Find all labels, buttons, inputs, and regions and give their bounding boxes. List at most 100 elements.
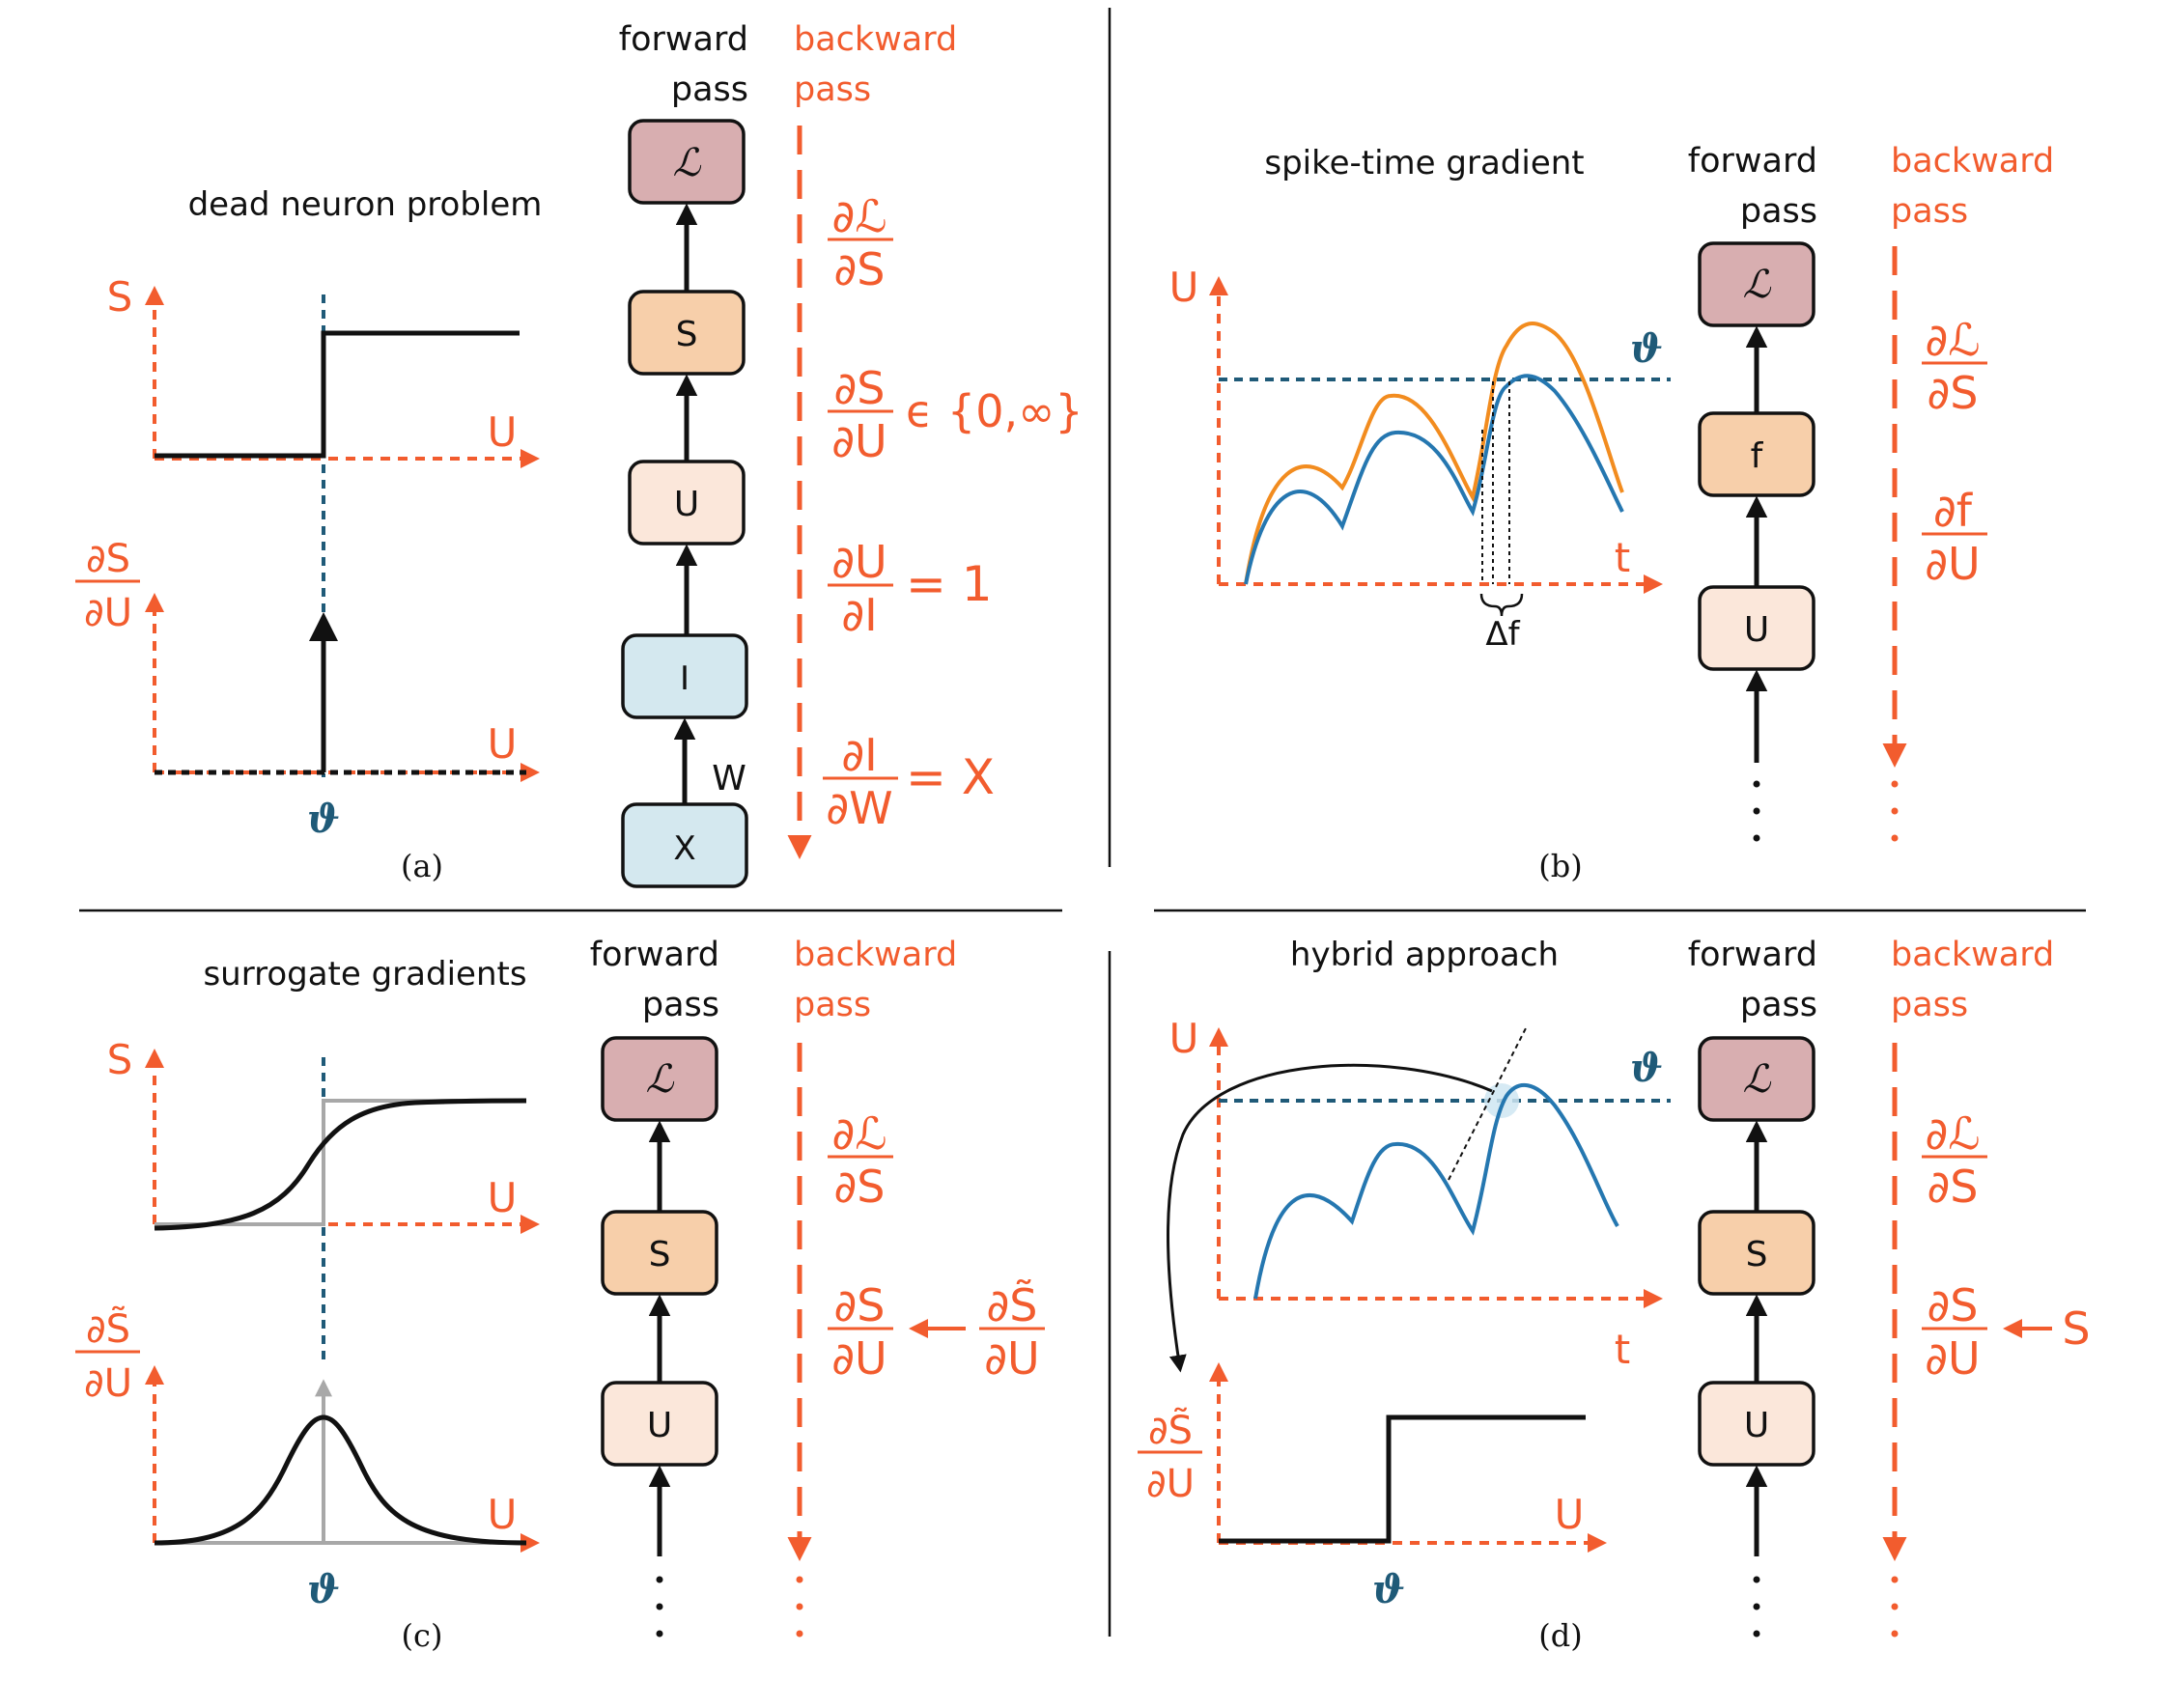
panel-c-node-L [601, 1036, 718, 1122]
panel-b-node-f-label: f [1751, 436, 1764, 476]
panel-d-grad-2-num: ∂S [1928, 1279, 1979, 1331]
panel-a-grad-3-den: ∂I [841, 589, 877, 641]
panel-b-grad-2-num: ∂f [1933, 485, 1974, 537]
panel-a-axis-dSdU-num: ∂S [86, 537, 130, 581]
panel-c-backward-label-1: backward [794, 936, 957, 974]
panel-b-node-L-label: ℒ [1743, 263, 1772, 307]
panel-b-membrane-trace-orange [1244, 322, 1624, 585]
panel-a-node-S-label: S [676, 315, 698, 354]
panel-c-theta: ϑ [307, 1567, 340, 1612]
panel-b: spike-time gradient U t ϑ Δf (b) forward… [1169, 142, 2055, 884]
panel-d-theta-bottom: ϑ [1372, 1567, 1405, 1612]
panel-a-forward-label-2: pass [671, 70, 748, 109]
panel-a-grad-2-rhs: ϵ {0,∞} [906, 385, 1084, 437]
panel-d-backward-label-1: backward [1891, 936, 2054, 974]
panel-a-grad-2-den: ∂U [831, 415, 886, 467]
panel-c-grad-1-den: ∂S [834, 1161, 886, 1213]
panel-c-backward-dot-1 [796, 1576, 803, 1583]
panel-d-membrane-trace [1253, 1082, 1619, 1300]
panel-a: dead neuron problem S U ∂S ∂U U ϑ (a) fo… [75, 20, 1084, 888]
panel-d-axis-dSdU-den: ∂U [1146, 1462, 1195, 1506]
panel-d-node-S-label: S [1746, 1235, 1768, 1274]
panel-a-grad-4-den: ∂W [826, 782, 892, 834]
panel-c-forward-label-1: forward [590, 936, 719, 974]
panel-a-grad-3-num: ∂U [831, 536, 886, 588]
panel-d-node-L [1698, 1036, 1815, 1122]
panel-c-surrogate-bell [154, 1414, 527, 1546]
panel-c-backward-label-2: pass [794, 986, 871, 1024]
panel-a-node-X-label: X [673, 829, 695, 868]
panel-d-forward-dot-3 [1753, 1630, 1760, 1638]
panel-a-forward-label-1: forward [619, 20, 748, 59]
panel-d-heaviside-step [1219, 1414, 1586, 1544]
panel-b-axis-t: t [1615, 534, 1630, 581]
panel-d: hybrid approach U t ϑ ∂S̃ ∂U U ϑ (d) for… [1138, 936, 2091, 1654]
panel-d-forward-dot-1 [1753, 1576, 1760, 1583]
panel-b-node-L [1698, 241, 1815, 327]
panel-b-grad-1-num: ∂ℒ [1926, 314, 1981, 366]
panel-d-node-U-label: U [1744, 1406, 1769, 1445]
panel-c-node-L-label: ℒ [646, 1057, 675, 1102]
panel-d-grad-1-den: ∂S [1928, 1161, 1979, 1213]
panel-d-backward-dot-3 [1891, 1630, 1899, 1638]
panel-a-grad-2-num: ∂S [834, 362, 886, 414]
panel-c-grad-2-num: ∂S [834, 1279, 886, 1331]
panel-a-weight-W: W [712, 759, 746, 798]
panel-b-backward-dot-2 [1891, 807, 1899, 815]
panel-a-grad-4-num: ∂I [841, 729, 877, 781]
panel-b-delta-brace [1479, 593, 1524, 617]
panel-a-node-L-label: ℒ [673, 141, 702, 185]
panel-a-axis-S: S [107, 273, 133, 321]
panel-d-axis-U: U [1169, 1015, 1199, 1062]
panel-d-grad-2-den: ∂U [1925, 1332, 1980, 1385]
panel-a-node-I-label: I [680, 659, 690, 698]
panel-c-axis-dSdU-den: ∂U [84, 1361, 132, 1406]
panel-b-backward-label-2: pass [1891, 192, 1968, 231]
panel-d-theta: ϑ [1630, 1046, 1663, 1091]
panel-c-node-S-label: S [649, 1235, 671, 1274]
panel-b-membrane-trace-blue [1244, 374, 1624, 585]
panel-c-forward-label-2: pass [642, 986, 719, 1024]
panel-c-title: surrogate gradients [203, 955, 526, 994]
panel-c-axis-U-top: U [488, 1174, 518, 1221]
panel-b-forward-label-2: pass [1740, 192, 1817, 231]
panel-a-axis-U-top: U [488, 408, 518, 456]
panel-c-forward-dot-3 [656, 1630, 663, 1638]
panel-b-forward-dot-1 [1753, 780, 1760, 788]
panel-a-grad-1-num: ∂ℒ [832, 190, 887, 242]
panel-d-grad-2-sub: S [2062, 1302, 2090, 1355]
panel-b-forward-label-1: forward [1688, 142, 1817, 181]
panel-a-grad-4-rhs: = X [906, 749, 995, 805]
panel-b-backward-dot-3 [1891, 834, 1899, 842]
panel-c-forward-dot-2 [656, 1603, 663, 1610]
panel-d-backward-dot-2 [1891, 1603, 1899, 1610]
panel-c: surrogate gradients S U ∂S̃ ∂U U ϑ (c) f… [75, 936, 1045, 1654]
panel-d-axis-t: t [1615, 1326, 1630, 1373]
panel-a-axis-U-bottom: U [488, 720, 518, 768]
panel-a-node-U-label: U [674, 485, 699, 524]
panel-c-grad-2-den: ∂U [831, 1332, 886, 1385]
panel-d-forward-label-2: pass [1740, 986, 1817, 1024]
panel-b-backward-label-1: backward [1891, 142, 2054, 181]
panel-c-forward-dot-1 [656, 1576, 663, 1583]
panel-c-grad-1-num: ∂ℒ [832, 1107, 887, 1160]
panel-b-forward-dot-2 [1753, 807, 1760, 815]
panel-b-node-U-label: U [1744, 610, 1769, 650]
panel-a-caption: (a) [401, 848, 443, 884]
panel-a-theta: ϑ [307, 797, 340, 842]
panel-c-axis-S: S [107, 1036, 133, 1083]
panel-b-grad-1-den: ∂S [1928, 367, 1979, 419]
panel-d-tangent-line [1448, 1027, 1527, 1181]
panel-c-backward-dot-3 [796, 1630, 803, 1638]
panel-b-grad-2-den: ∂U [1925, 538, 1980, 590]
panel-b-delta-label: Δf [1485, 615, 1520, 654]
panel-b-axis-U: U [1169, 264, 1199, 311]
panel-c-axis-dSdU-num: ∂S̃ [86, 1305, 130, 1352]
panel-a-axis-dSdU-den: ∂U [84, 591, 132, 635]
panel-c-sigmoid [154, 1098, 527, 1231]
panel-b-theta: ϑ [1630, 326, 1663, 372]
panel-d-grad-1-num: ∂ℒ [1926, 1107, 1981, 1160]
panel-d-backward-label-2: pass [1891, 986, 1968, 1024]
panel-d-backward-dot-1 [1891, 1576, 1899, 1583]
